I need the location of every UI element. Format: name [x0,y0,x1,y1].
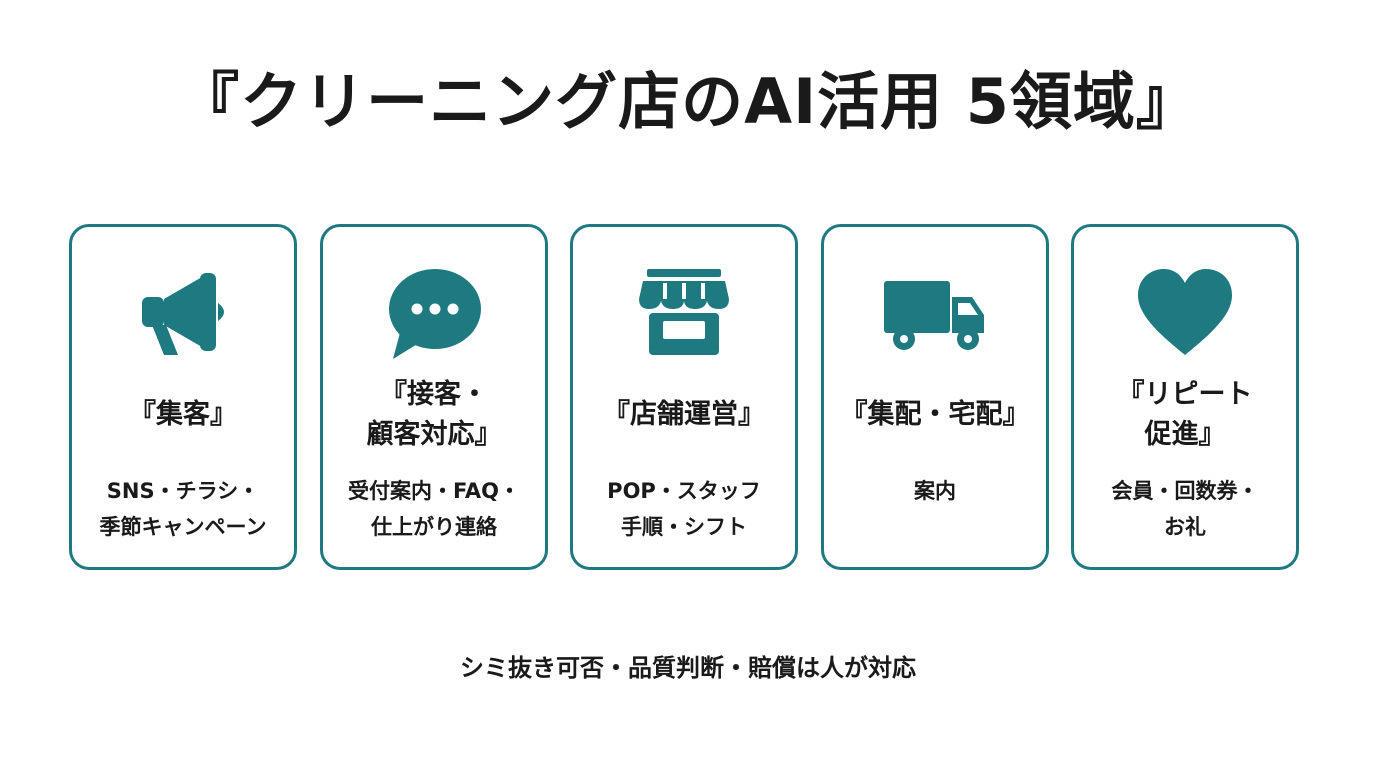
footer-note: シミ抜き可否・品質判断・賠償は人が対応 [460,654,916,682]
card-customer-service: 『接客・ 顧客対応』 受付案内・FAQ・ 仕上がり連絡 [320,224,548,570]
page-title: 『クリーニング店のAI活用 5領域』 [177,65,1199,138]
delivery-truck-icon [880,259,990,369]
storefront-icon [629,259,739,369]
card-desc-line: 案内 [914,479,956,503]
card-desc-line: 受付案内・FAQ・ [347,479,521,503]
card-desc-line: 会員・回数券・ [1111,479,1259,503]
card-customer-acquisition: 『集客』 SNS・チラシ・ 季節キャンペーン [69,224,297,570]
card-title-line: 『集配・宅配』 [840,399,1030,430]
card-title-line: 『リピート [1117,379,1253,410]
card-desc-line: お礼 [1164,515,1206,539]
card-title-line: 『集客』 [129,399,237,430]
card-desc-line: POP・スタッフ [607,479,761,503]
card-repeat-promotion: 『リピート 促進』 会員・回数券・ お礼 [1071,224,1299,570]
card-desc-line: 季節キャンペーン [99,515,267,539]
card-delivery: 『集配・宅配』 案内 [821,224,1049,570]
card-desc-line: SNS・チラシ・ [106,479,260,503]
megaphone-icon [128,259,238,369]
heart-icon [1130,259,1240,369]
speech-bubble-icon [379,259,489,369]
card-title-line: 促進』 [1144,419,1226,450]
card-title-line: 『接客・ [380,379,488,410]
card-title-line: 『店舗運営』 [603,399,765,430]
card-desc-line: 手順・シフト [620,515,747,539]
card-title-line: 顧客対応』 [366,419,502,450]
card-desc-line: 仕上がり連絡 [370,515,497,539]
card-store-operations: 『店舗運営』 POP・スタッフ 手順・シフト [570,224,798,570]
